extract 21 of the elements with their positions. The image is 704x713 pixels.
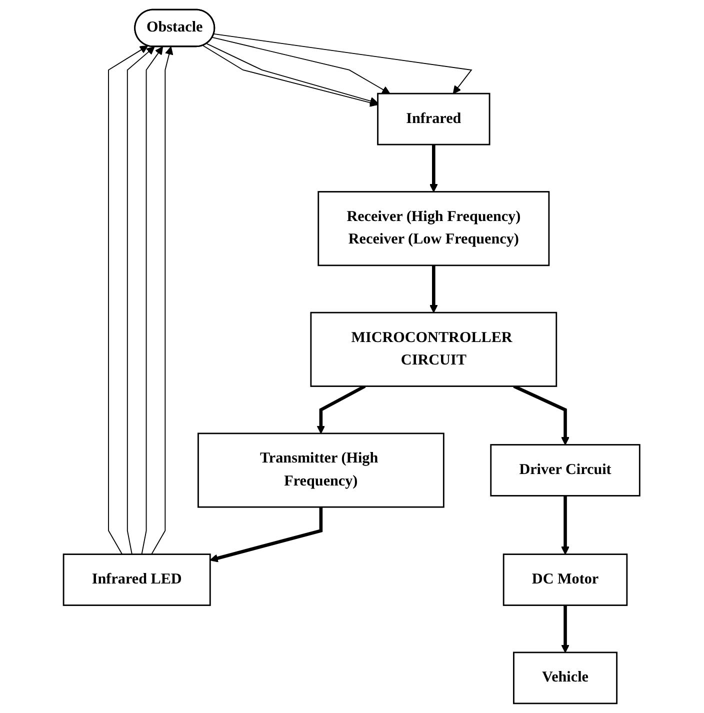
arrow	[214, 33, 473, 94]
node-box: DC Motor	[503, 554, 628, 606]
arrow	[108, 45, 148, 555]
arrow	[514, 384, 570, 446]
arrow	[430, 265, 438, 313]
node-box: Infrared LED	[63, 554, 212, 606]
node-box: Infrared	[377, 92, 491, 146]
arrow	[127, 46, 156, 555]
node-box: Transmitter (High Frequency)	[198, 432, 445, 508]
node-box: Vehicle	[513, 652, 618, 704]
arrow	[212, 36, 391, 94]
node-box: Driver Circuit	[490, 444, 641, 496]
arrow	[210, 507, 323, 562]
node-box: MICROCONTROLLER CIRCUIT	[310, 312, 558, 387]
node-box: Receiver (High Frequency) Receiver (Low Frequency)	[318, 191, 550, 266]
arrow	[562, 605, 570, 653]
arrow	[142, 46, 164, 555]
arrow	[151, 46, 174, 555]
arrow	[317, 384, 366, 434]
arrow	[562, 496, 570, 555]
arrow	[430, 144, 438, 192]
